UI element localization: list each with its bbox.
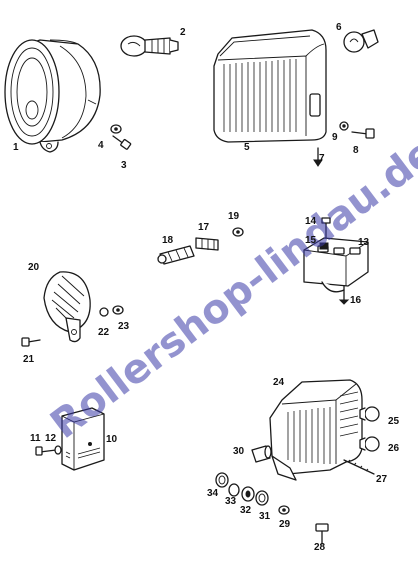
washer-part-29 xyxy=(278,505,290,515)
washer-part-9 xyxy=(339,121,349,131)
nut-part-15 xyxy=(319,242,329,250)
callout-6: 6 xyxy=(336,22,342,33)
rear-light-housing-part xyxy=(213,29,327,143)
callout-32: 32 xyxy=(240,505,252,516)
callout-18: 18 xyxy=(162,235,174,246)
callout-1: 1 xyxy=(13,142,19,153)
screw-part-16 xyxy=(338,285,350,305)
callout-24: 24 xyxy=(273,377,285,388)
callout-20: 20 xyxy=(28,262,40,273)
screw-part-8 xyxy=(351,128,375,139)
fuse-holder-part-17 xyxy=(195,237,219,251)
bulb-part xyxy=(120,35,179,57)
callout-28: 28 xyxy=(314,542,326,553)
callout-8: 8 xyxy=(353,145,359,156)
washer-part-4 xyxy=(110,124,122,134)
screw-part-28 xyxy=(315,523,329,545)
screw-part-3 xyxy=(112,135,132,150)
screw-part-27 xyxy=(343,459,375,475)
callout-labels: 1 2 3 4 5 6 7 8 9 10 11 12 13 14 15 16 1… xyxy=(13,22,400,553)
callout-33: 33 xyxy=(225,496,237,507)
callout-22: 22 xyxy=(98,327,110,338)
callout-34: 34 xyxy=(207,488,219,499)
callout-2: 2 xyxy=(180,27,186,38)
headlight-part xyxy=(4,39,101,153)
callout-19: 19 xyxy=(228,211,240,222)
screw-part-11 xyxy=(35,446,57,456)
washer-part-22 xyxy=(99,307,109,317)
washer-part-19 xyxy=(232,227,244,237)
fuse-holder-part-18 xyxy=(157,245,195,265)
small-bulb-part xyxy=(343,29,379,53)
callout-10: 10 xyxy=(106,434,118,445)
callout-16: 16 xyxy=(350,295,362,306)
callout-23: 23 xyxy=(118,321,130,332)
callout-17: 17 xyxy=(198,222,210,233)
screw-part-14 xyxy=(321,217,331,239)
tail-lamp-part xyxy=(269,379,363,481)
callout-25: 25 xyxy=(388,416,400,427)
callout-31: 31 xyxy=(259,511,271,522)
bulb-part-26 xyxy=(359,436,380,452)
horn-part xyxy=(43,271,91,343)
nut-part-23 xyxy=(112,305,124,315)
callout-12: 12 xyxy=(45,433,57,444)
callout-3: 3 xyxy=(121,160,127,171)
callout-27: 27 xyxy=(376,474,388,485)
callout-14: 14 xyxy=(305,216,317,227)
grommet-part-34 xyxy=(215,472,229,488)
callout-7: 7 xyxy=(319,153,325,164)
bulb-part-25 xyxy=(359,406,380,422)
washer-part-12 xyxy=(54,445,62,455)
callout-13: 13 xyxy=(358,237,370,248)
callout-21: 21 xyxy=(23,354,35,365)
callout-4: 4 xyxy=(98,140,104,151)
callout-11: 11 xyxy=(30,433,41,444)
grommet-part-33 xyxy=(228,483,240,497)
screw-part-7 xyxy=(313,147,323,167)
regulator-part xyxy=(61,407,105,471)
grommet-part-32 xyxy=(241,486,255,502)
callout-30: 30 xyxy=(233,446,245,457)
callout-9: 9 xyxy=(332,132,338,143)
callout-29: 29 xyxy=(279,519,291,530)
screw-part-21 xyxy=(21,337,41,347)
sleeve-part-30 xyxy=(251,445,272,463)
callout-15: 15 xyxy=(305,235,317,246)
callout-5: 5 xyxy=(244,142,250,153)
callout-26: 26 xyxy=(388,443,400,454)
grommet-part-31 xyxy=(255,490,269,506)
